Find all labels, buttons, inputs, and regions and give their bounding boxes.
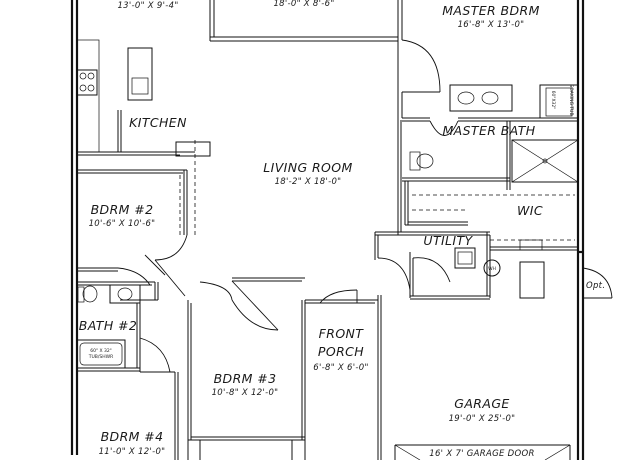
soaking-tub-note: SOAKING TUB	[568, 84, 574, 115]
bdrm3-label: BDRM #3	[214, 371, 277, 386]
garage-door-note: 16' X 7' GARAGE DOOR	[429, 449, 534, 459]
soaking-tub-size-note: 60"X32"	[550, 91, 556, 110]
front-porch-label-1: FRONT	[319, 326, 365, 341]
interior-walls	[77, 0, 578, 460]
wic-label: WIC	[517, 203, 543, 218]
tub-type-note: TUB/SHWR	[88, 354, 113, 360]
front-porch-label-2: PORCH	[318, 344, 364, 359]
bdrm2-dim: 10'-6" X 10'-6"	[89, 219, 156, 229]
opt-note: Opt.	[586, 281, 605, 291]
bdrm2-label: BDRM #2	[91, 202, 154, 217]
living-room-dim: 18'-2" X 18'-0"	[275, 177, 342, 187]
garage-dim: 19'-0" X 25'-0"	[449, 414, 516, 424]
front-porch-dim: 6'-8" X 6'-0"	[313, 363, 368, 373]
bdrm3-dim: 10'-8" X 12'-0"	[212, 388, 279, 398]
tub-size-note: 60" X 32"	[90, 348, 112, 354]
room-labels: 13'-0" X 9'-4" 18'-0" X 8'-6" MASTER BDR…	[79, 0, 543, 457]
bdrm4-label: BDRM #4	[101, 429, 164, 444]
bdrm4-dim: 11'-0" X 12'-0"	[99, 447, 166, 457]
top-left-dim: 13'-0" X 9'-4"	[117, 1, 178, 11]
utility-label: UTILITY	[423, 233, 473, 248]
exterior-walls	[70, 0, 585, 460]
kitchen-label: KITCHEN	[129, 115, 187, 130]
master-bdrm-label: MASTER BDRM	[442, 3, 540, 18]
fixtures	[76, 39, 579, 460]
door-swings	[117, 39, 613, 373]
annotations: Opt. 16' X 7' GARAGE DOOR WH 60" X 32" T…	[88, 84, 605, 459]
garage-label: GARAGE	[454, 396, 509, 411]
master-bdrm-dim: 16'-8" X 13'-0"	[458, 20, 525, 30]
top-center-dim: 18'-0" X 8'-6"	[273, 0, 334, 9]
living-room-label: LIVING ROOM	[263, 160, 352, 175]
bath2-label: BATH #2	[79, 318, 137, 333]
water-heater-note: WH	[488, 266, 496, 272]
master-bath-label: MASTER BATH	[442, 123, 535, 138]
